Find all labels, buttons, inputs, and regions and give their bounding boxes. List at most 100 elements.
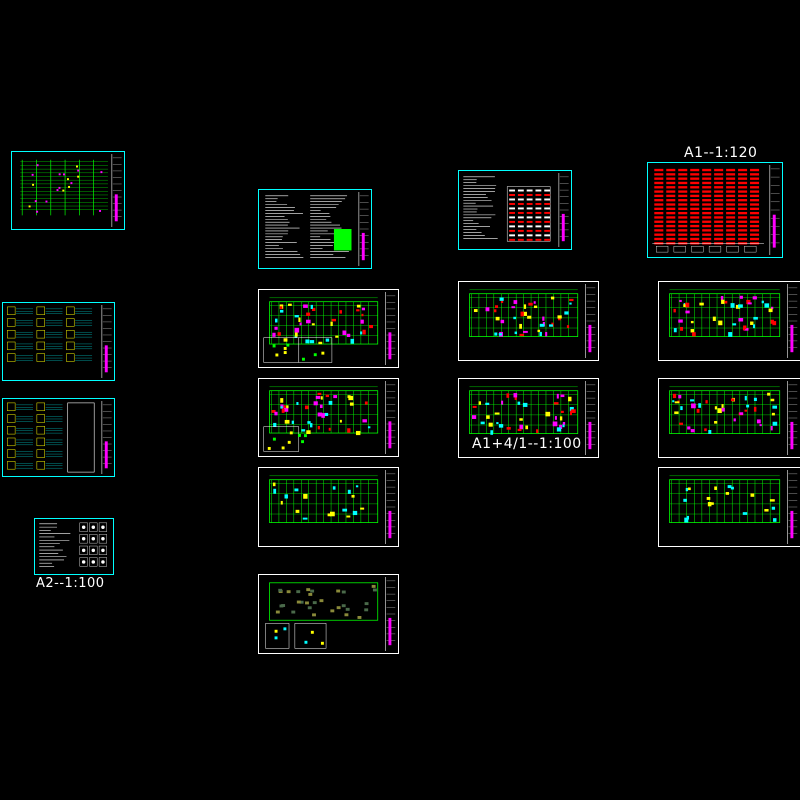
schedule-cell — [509, 189, 515, 192]
fixture-symbol — [685, 488, 689, 492]
schedule-cell — [535, 194, 542, 196]
fixture-symbol — [769, 499, 775, 502]
fixture-symbol — [533, 305, 538, 309]
system-diagram-sheet[interactable] — [11, 151, 125, 230]
table-cell — [702, 207, 712, 210]
table-cell — [702, 237, 712, 241]
table-cell — [714, 199, 724, 202]
riser-node — [99, 209, 102, 212]
table-cell — [690, 181, 700, 185]
panel-box — [7, 437, 16, 447]
table-cell — [654, 177, 664, 180]
plan-sheet-1[interactable] — [258, 289, 399, 368]
schedule-sheet[interactable] — [458, 170, 572, 250]
schedule-cell — [517, 225, 524, 228]
schedule-cell — [526, 202, 533, 205]
fixture-symbol — [558, 317, 561, 321]
fixture-symbol — [273, 422, 277, 427]
schedule-cell — [544, 194, 551, 196]
table-cell — [690, 203, 700, 206]
fixture-symbol — [730, 486, 734, 490]
fixture-symbol — [730, 398, 735, 402]
fixture-symbol — [306, 319, 311, 324]
fixture-symbol — [747, 302, 752, 305]
legend-symbol-box — [79, 545, 88, 555]
table-cell — [678, 177, 688, 180]
fixture-symbol — [296, 402, 299, 406]
schedule-cell — [535, 198, 542, 201]
plan-sheet-4[interactable] — [258, 574, 399, 654]
table-cell — [702, 181, 712, 185]
riser-node — [76, 165, 78, 168]
table-footer-box — [656, 246, 669, 253]
panel-box — [36, 461, 45, 470]
fixture-symbol — [348, 395, 354, 401]
plan-drawing-5 — [469, 283, 596, 359]
fixture-symbol — [506, 426, 511, 430]
table-cell — [678, 229, 688, 232]
table-footer-box — [691, 246, 704, 253]
table-cell — [714, 220, 724, 223]
plan-sheet-5[interactable] — [458, 281, 599, 361]
detail-symbol — [274, 629, 278, 633]
plan-sheet-8[interactable] — [658, 378, 800, 458]
fixture-symbol — [331, 318, 337, 322]
table-sheet[interactable] — [647, 162, 783, 258]
fixture-symbol — [690, 399, 695, 402]
table-cell — [654, 203, 664, 206]
table-cell — [714, 186, 724, 189]
detail-symbol — [283, 351, 287, 355]
scale-label-a1: A1--1:120 — [684, 145, 758, 161]
notes-sheet[interactable] — [258, 189, 372, 269]
schedule-cell — [509, 220, 515, 223]
fixture-symbol — [339, 419, 342, 423]
legend-symbol — [101, 537, 105, 541]
fixture-symbol — [356, 304, 361, 308]
fixture-symbol — [771, 506, 776, 510]
table-cell — [714, 194, 724, 198]
roof-element — [296, 600, 301, 604]
schedule-cell — [526, 229, 533, 232]
fixture-symbol — [472, 405, 477, 408]
table-cell — [654, 190, 664, 193]
table-cell — [726, 168, 736, 172]
fixture-symbol — [692, 332, 696, 337]
fixture-symbol — [727, 485, 732, 489]
wiring-sheet-2[interactable] — [2, 398, 115, 477]
riser-node — [68, 185, 71, 188]
panel-box — [66, 341, 75, 351]
fixture-symbol — [706, 496, 711, 500]
riser-node — [63, 173, 65, 176]
table-cell — [702, 216, 712, 219]
table-cell — [750, 186, 760, 189]
plan-sheet-6[interactable] — [458, 378, 599, 458]
plan-sheet-9[interactable] — [658, 467, 800, 547]
table-cell — [738, 233, 748, 236]
table-cell — [726, 207, 736, 210]
roof-element — [296, 590, 301, 594]
fixture-symbol — [672, 393, 677, 399]
fixture-symbol — [746, 404, 750, 408]
schedule-cell — [544, 234, 551, 237]
fixture-symbol — [480, 421, 485, 425]
fixture-symbol — [772, 321, 777, 326]
wiring-sheet-1[interactable] — [2, 302, 115, 381]
fixture-symbol — [750, 493, 755, 497]
plan-sheet-7[interactable] — [658, 281, 800, 361]
title-block-stamp — [790, 421, 794, 450]
plan-sheet-3[interactable] — [258, 467, 399, 547]
fixture-symbol — [490, 430, 494, 435]
table-cell — [678, 237, 688, 241]
table-cell — [714, 224, 724, 228]
roof-element — [312, 601, 317, 605]
fixture-symbol — [523, 330, 528, 333]
legend-sheet[interactable] — [34, 518, 114, 575]
table-cell — [726, 177, 736, 180]
plan-sheet-2[interactable] — [258, 378, 399, 457]
table-cell — [738, 229, 748, 232]
panel-box — [36, 341, 45, 351]
fixture-symbol — [298, 317, 301, 323]
detail-symbol — [275, 353, 279, 357]
table-cell — [738, 173, 748, 176]
fixture-symbol — [369, 325, 373, 329]
